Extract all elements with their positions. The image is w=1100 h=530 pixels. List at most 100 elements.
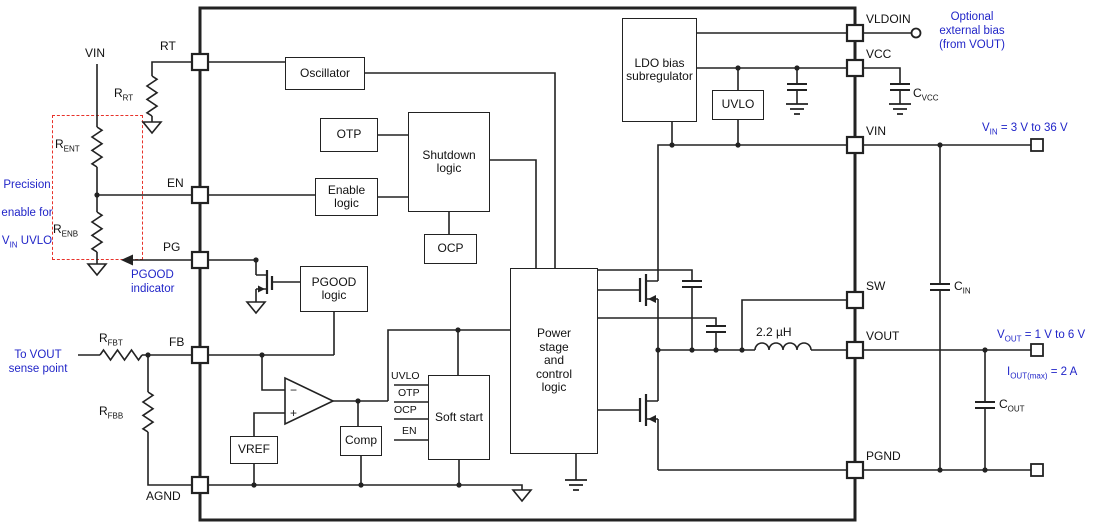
pin-label-sw: SW <box>866 279 886 293</box>
pin-label-agnd: AGND <box>146 489 181 503</box>
resistor-rfbt <box>99 348 143 362</box>
ground-pgfet <box>245 301 267 315</box>
pin-pg <box>190 250 210 270</box>
capacitor-internal-vcc <box>787 83 807 91</box>
block-oscillator: Oscillator <box>285 57 365 90</box>
pin-label-en: EN <box>167 176 184 190</box>
block-enable-logic: Enable logic <box>315 178 378 216</box>
label-r-rt: RRT <box>114 86 134 103</box>
pin-en <box>190 185 210 205</box>
pin-fb <box>190 345 210 365</box>
pin-vin <box>845 135 865 155</box>
note-precision-enable: Precision enable for VIN UVLO <box>1 179 53 250</box>
earth-grounds <box>565 103 911 491</box>
pin-label-pg: PG <box>163 240 181 254</box>
note-iout-max: IOUT(max) = 2 A <box>1007 366 1078 381</box>
label-r-fbb: RFBB <box>99 404 124 421</box>
block-comp-label: Comp <box>344 433 377 448</box>
capacitors <box>682 83 995 409</box>
resistor-renb <box>90 211 104 253</box>
pgood-arrow <box>121 254 133 266</box>
block-shutdown-label: Shutdown logic <box>422 147 476 175</box>
mosfet-pgood <box>256 270 274 294</box>
block-pgood-logic: PGOOD logic <box>300 266 368 312</box>
block-enable-label: Enable logic <box>327 182 366 210</box>
note-pgood-indicator: PGOOD indicator <box>131 269 175 295</box>
label-r-enb: RENB <box>53 222 79 239</box>
earth-cvcc <box>889 103 911 115</box>
pin-label-vcc: VCC <box>866 47 892 61</box>
pin-label-pgnd: PGND <box>866 449 901 463</box>
earth-power-stage <box>565 479 587 491</box>
pin-pgnd <box>845 460 865 480</box>
junction-dots <box>94 65 988 488</box>
block-vref: VREF <box>230 436 278 464</box>
earth-internal-vcc <box>786 103 808 115</box>
signal-label-otp: OTP <box>398 387 420 399</box>
capacitor-cin <box>930 283 950 291</box>
capacitor-aux <box>706 325 726 333</box>
pin-vldoin <box>845 23 865 43</box>
block-otp: OTP <box>320 118 378 152</box>
pin-rt <box>190 52 210 72</box>
mosfet-high-side <box>638 274 656 306</box>
terminal-vin <box>1030 138 1044 152</box>
capacitor-cvcc <box>890 83 910 91</box>
signal-label-uvlo: UVLO <box>391 370 420 382</box>
block-ldo-bias: LDO bias subregulator <box>622 18 697 122</box>
block-power-label: Power stage and control logic <box>535 326 573 395</box>
block-pgood-label: PGOOD logic <box>311 274 357 302</box>
capacitor-boot <box>682 280 702 288</box>
ground-renb <box>86 263 108 277</box>
block-power-stage: Power stage and control logic <box>510 268 598 454</box>
block-ldo-label: LDO bias subregulator <box>626 55 693 83</box>
block-uvlo: UVLO <box>712 90 764 120</box>
block-shutdown-logic: Shutdown logic <box>408 112 490 212</box>
inductor-coil <box>754 342 812 351</box>
note-vout-range: VOUT = 1 V to 6 V <box>997 329 1086 344</box>
resistors <box>90 75 159 433</box>
opamp-minus: − <box>290 383 297 397</box>
note-optional-bias: Optional external bias (from VOUT) <box>939 11 1005 51</box>
block-ocp: OCP <box>424 234 477 264</box>
resistor-rfbb <box>141 391 155 433</box>
label-vin-source: VIN <box>85 46 106 60</box>
opamp-plus: + <box>290 406 297 420</box>
label-c-out: COUT <box>999 397 1025 414</box>
resistor-rent <box>90 126 104 168</box>
label-c-vcc: CVCC <box>913 86 939 103</box>
pin-label-vin: VIN <box>866 124 887 138</box>
terminal-vout <box>1030 343 1044 357</box>
external-terminals <box>910 27 1044 477</box>
note-vin-range: VIN = 3 V to 36 V <box>982 122 1068 137</box>
label-r-ent: RENT <box>55 137 80 154</box>
pin-label-fb: FB <box>169 335 185 349</box>
label-c-in: CIN <box>954 279 971 296</box>
block-uvlo-label: UVLO <box>721 97 755 112</box>
block-comp: Comp <box>340 426 382 456</box>
pin-vout <box>845 340 865 360</box>
ground-rrt <box>141 121 163 135</box>
pin-vcc <box>845 58 865 78</box>
note-vout-sense: To VOUT sense point <box>8 349 68 375</box>
pin-sw <box>845 290 865 310</box>
block-otp-label: OTP <box>336 127 362 142</box>
block-vref-label: VREF <box>237 442 270 457</box>
terminal-pgnd <box>1030 463 1044 477</box>
ground-agnd <box>511 489 533 503</box>
pin-label-vldoin: VLDOIN <box>866 12 911 26</box>
ground-triangles <box>86 121 533 503</box>
block-softstart-label: Soft start <box>434 409 484 424</box>
terminal-vldoin <box>910 27 922 39</box>
pin-squares <box>190 23 865 495</box>
error-amplifier: − + <box>284 376 335 426</box>
signal-label-en: EN <box>402 425 417 437</box>
block-oscillator-label: Oscillator <box>299 65 350 80</box>
pin-label-vout: VOUT <box>866 329 900 343</box>
resistor-rrt <box>145 75 159 117</box>
block-ocp-label: OCP <box>437 241 464 256</box>
capacitor-cout <box>975 401 995 409</box>
label-inductor: 2.2 µH <box>756 325 792 339</box>
